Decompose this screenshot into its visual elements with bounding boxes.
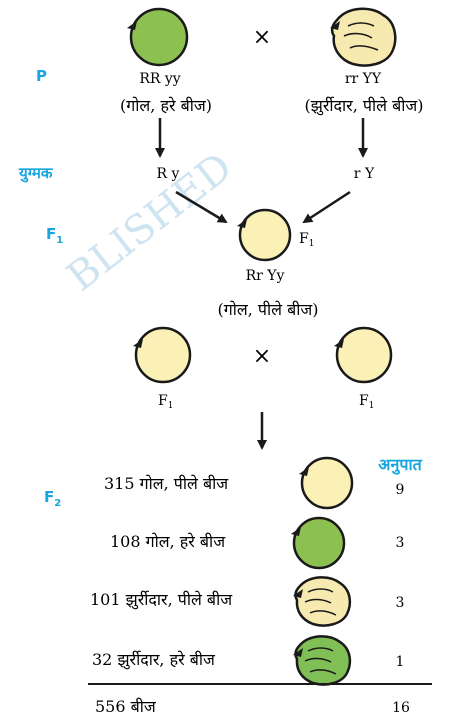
- cross-symbol-p: ×: [253, 25, 271, 50]
- pea-round-yellow-f1: [237, 208, 292, 262]
- gamete-row-label: युग्मक: [18, 164, 54, 183]
- pea-wrinkled-yellow-parent: [330, 7, 397, 67]
- p-right-genotype: rr YY: [345, 71, 382, 87]
- p-row-label: P: [36, 67, 47, 85]
- pea-wrinkled-green-result: [293, 635, 352, 686]
- f2-row-label: F2: [44, 488, 61, 509]
- cross-symbol-f1: ×: [253, 344, 271, 369]
- f1-pea-label: F1: [299, 231, 314, 249]
- pea-round-yellow-f1-left: [133, 326, 192, 384]
- gamete-right: r Y: [354, 166, 375, 182]
- f2-result-ratio: 9: [396, 482, 405, 498]
- pea-round-green-result: [291, 516, 346, 570]
- f2-result-ratio: 3: [396, 535, 405, 551]
- f2-result-text: 108 गोल, हरे बीज: [110, 532, 226, 551]
- f1-cross-left-label: F1: [158, 393, 173, 411]
- arrow-gamete-right-to-f1: [302, 190, 351, 224]
- gamete-left: R y: [157, 166, 180, 182]
- f2-result-text: 315 गोल, पीले बीज: [104, 474, 229, 493]
- f1-row-label: F1: [46, 225, 63, 246]
- f2-result-text: 101 झुर्रीदार, पीले बीज: [90, 590, 233, 610]
- total-seeds: 556 बीज: [95, 697, 157, 716]
- f2-result-ratio: 3: [396, 595, 405, 611]
- p-left-genotype: RR yy: [139, 71, 180, 87]
- f2-result-ratio: 1: [396, 654, 405, 670]
- pea-round-yellow-result: [299, 456, 354, 510]
- f1-phenotype: (गोल, पीले बीज): [218, 300, 319, 319]
- watermark: BLISHED: [59, 144, 241, 300]
- pea-wrinkled-yellow-result: [293, 576, 352, 627]
- f2-result-text: 32 झुर्रीदार, हरे बीज: [92, 650, 216, 670]
- p-right-phenotype: (झुर्रीदार, पीले बीज): [305, 96, 424, 116]
- total-ratio: 16: [392, 700, 410, 716]
- ratio-header: अनुपात: [378, 455, 422, 475]
- pea-round-green-parent: [127, 7, 189, 67]
- arrow-gamete-left-to-f1: [175, 190, 228, 224]
- pea-round-yellow-f1-right: [334, 326, 393, 384]
- p-left-phenotype: (गोल, हरे बीज): [120, 96, 212, 115]
- f1-genotype: Rr Yy: [246, 268, 285, 284]
- f1-cross-right-label: F1: [359, 393, 374, 411]
